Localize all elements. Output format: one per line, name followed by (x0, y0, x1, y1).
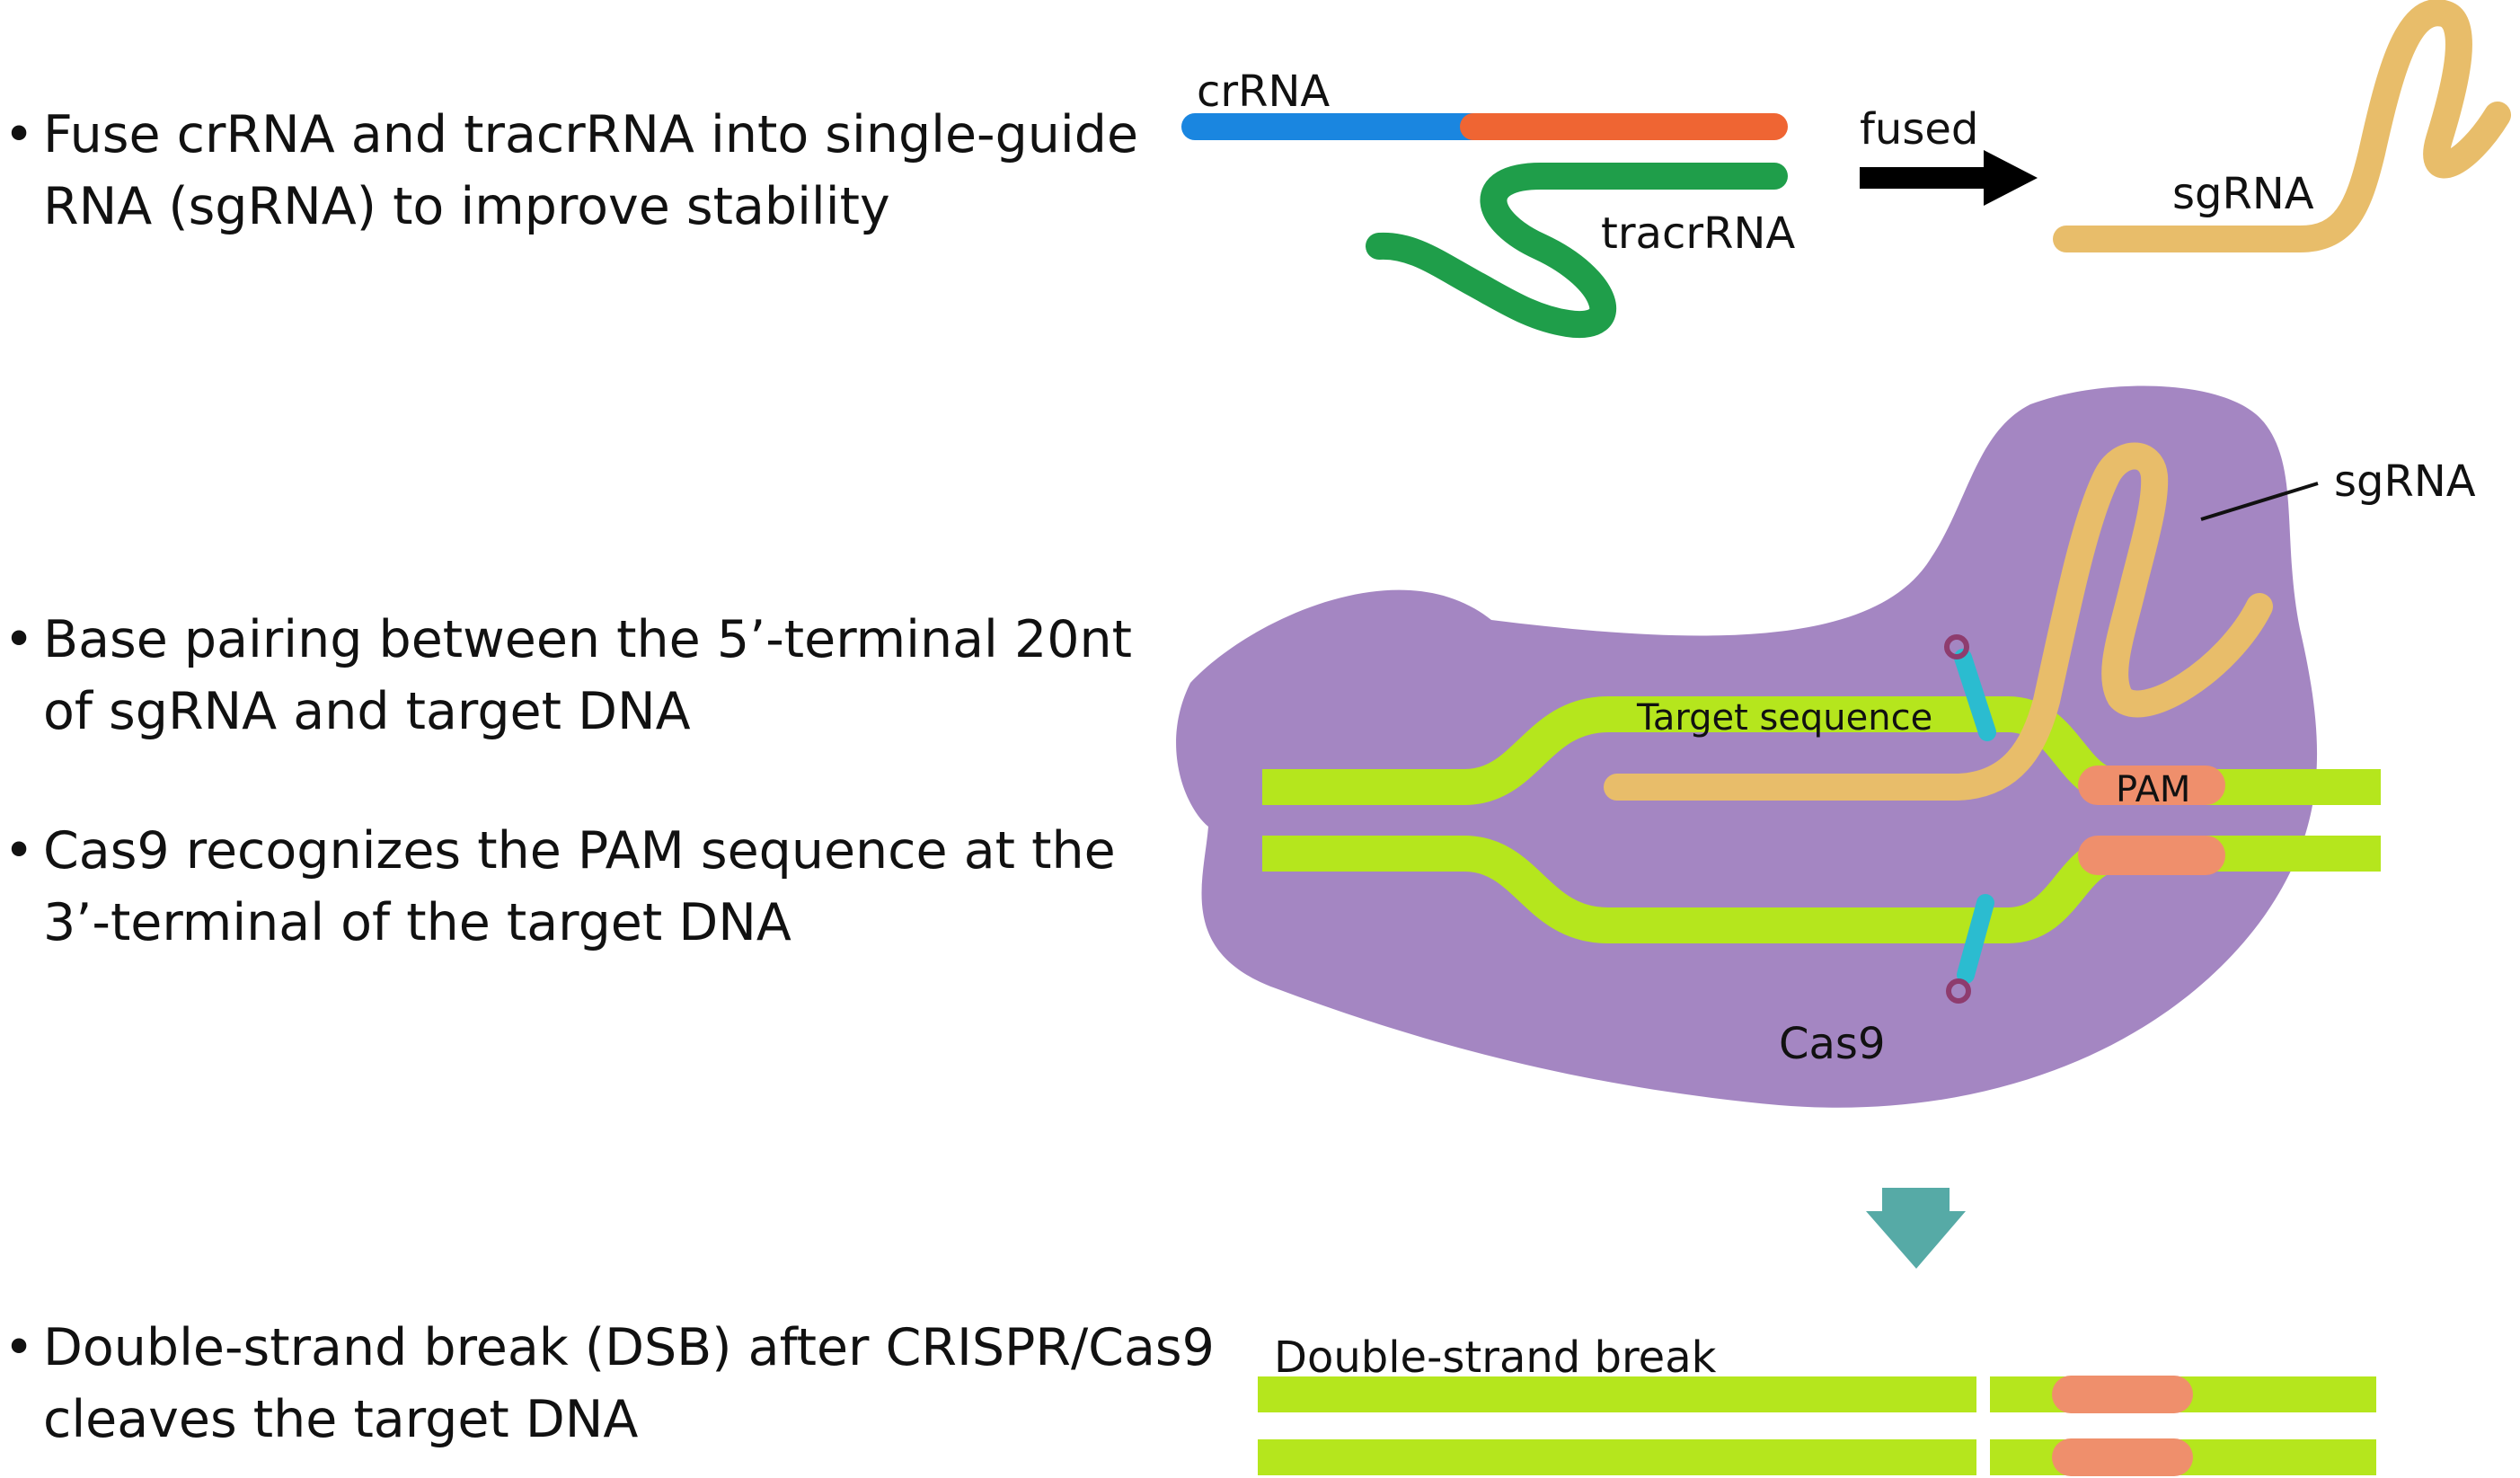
sgrna-in-complex (1604, 442, 2273, 801)
dsb-bottom-left-fragment (1258, 1439, 1976, 1475)
cut-site-top-marker (1944, 634, 1969, 659)
bullet-list: • Fuse crRNA and tracrRNA into single-gu… (0, 0, 1215, 1478)
tracrrna-label: tracrRNA (1601, 208, 1795, 259)
fusion-panel: crRNA tracrRNA fused sgRNA (1181, 0, 2511, 339)
cas9-label: Cas9 (1779, 1019, 1885, 1069)
bullet-line: Double-strand break (DSB) after CRISPR/C… (43, 1318, 1215, 1377)
dna-top-strand-bulge (1463, 696, 2122, 805)
sgrna-pointer-line (2200, 482, 2319, 521)
dsb-panel: Double-strand break (1258, 1332, 2376, 1476)
bullet-line: cleaves the target DNA (43, 1390, 639, 1449)
down-arrow (1866, 1188, 1966, 1269)
fused-arrow (1860, 150, 2038, 206)
cut-site-bottom (1957, 894, 1994, 984)
bullet-line: Fuse crRNA and tracrRNA into single-guid… (43, 105, 1139, 164)
sgrna-label-complex: sgRNA (2334, 456, 2476, 507)
target-sequence-label: Target sequence (1636, 697, 1932, 739)
crrna-label: crRNA (1197, 66, 1330, 117)
bullet-line: Base pairing between the 5’-terminal 20n… (43, 610, 1133, 669)
bullet-line: of sgRNA and target DNA (43, 682, 691, 741)
pam-label: PAM (2116, 769, 2190, 810)
sgrna-label-top: sgRNA (2172, 169, 2314, 219)
dsb-label: Double-strand break (1274, 1332, 1717, 1383)
cut-site-top (1954, 649, 1996, 741)
bullet-line: RNA (sgRNA) to improve stability (43, 177, 890, 236)
sgrna-strand (2053, 0, 2511, 252)
bullet-line: Cas9 recognizes the PAM sequence at the (43, 821, 1116, 881)
dna-bottom-strand-bulge (1463, 836, 2122, 943)
bullet-line: 3’-terminal of the target DNA (43, 893, 791, 952)
cut-site-bottom-marker (1946, 978, 1971, 1004)
fused-label: fused (1860, 104, 1978, 155)
dsb-top-left-fragment (1258, 1376, 1976, 1412)
tracrrna-strand (1366, 163, 1788, 339)
cas9-complex-panel: sgRNA Target sequence PAM Cas9 (1176, 385, 2476, 1108)
